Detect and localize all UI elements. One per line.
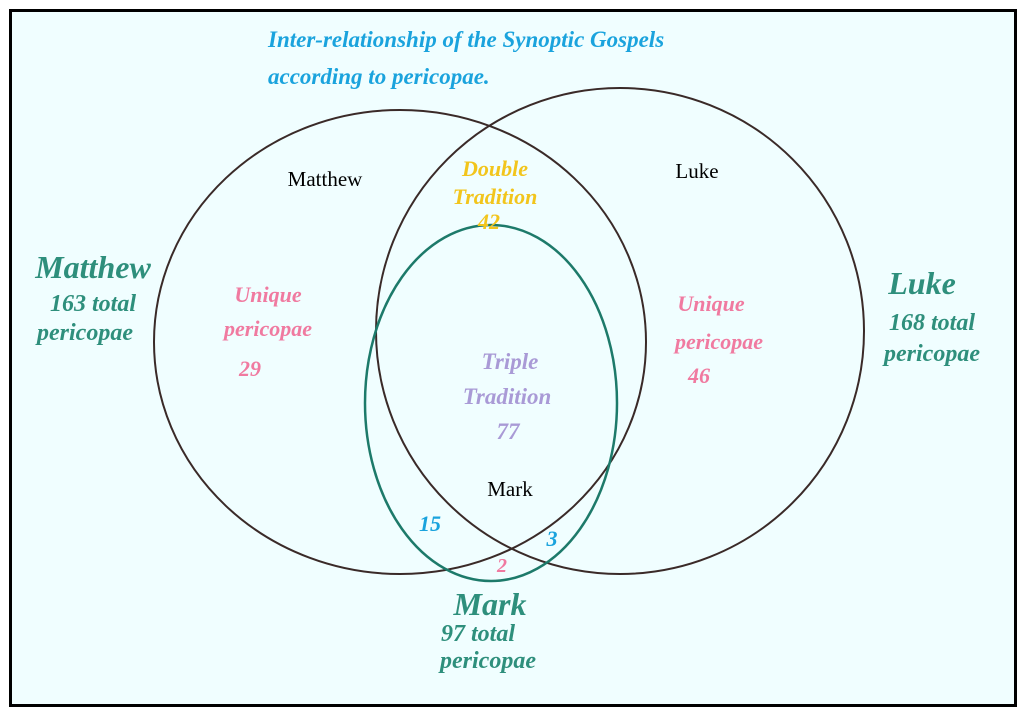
luke-circle [375,87,865,575]
luke-total-line1: 168 total [889,310,975,336]
diagram-frame [9,9,1017,707]
matthew-circle [153,109,647,575]
mark-inner-label: Mark [487,477,533,501]
luke-unique-line2: pericopae [673,329,763,354]
diagram-title-line2: according to pericopae. [268,64,490,89]
matthew-outer-name: Matthew [34,249,151,285]
matthew-unique-line2: pericopae [222,316,312,341]
mark-outer-name: Mark [453,586,527,622]
luke-total-line2: pericopae [882,341,980,367]
triple-tradition-line2: Tradition [463,384,552,409]
matthew-total-line1: 163 total [50,291,136,317]
triple-tradition-line1: Triple [482,349,539,374]
luke-unique-line1: Unique [677,291,744,316]
mark-total-line2: pericopae [438,648,536,674]
mark-total-line1: 97 total [441,621,515,647]
matthew-total-line2: pericopae [35,320,133,346]
triple-tradition-count: 77 [497,419,522,444]
matthew-mark-count: 15 [419,511,441,536]
double-tradition-line2: Tradition [453,184,538,209]
matthew-unique-count: 29 [238,356,261,381]
matthew-inner-label: Matthew [288,167,363,191]
luke-unique-count: 46 [687,363,710,388]
mark-unique-count: 2 [496,555,507,577]
luke-inner-label: Luke [675,159,718,183]
diagram-title-line1: Inter-relationship of the Synoptic Gospe… [267,27,664,52]
double-tradition-count: 42 [477,209,500,234]
double-tradition-line1: Double [461,156,528,181]
matthew-unique-line1: Unique [234,282,301,307]
mark-circle [363,223,619,583]
luke-outer-name: Luke [887,265,956,301]
luke-mark-count: 3 [546,526,558,551]
